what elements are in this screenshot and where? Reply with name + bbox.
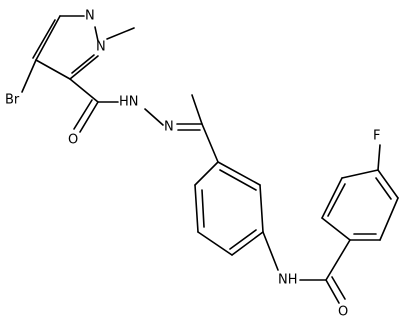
bond-layer: [21, 15, 399, 304]
bond: [259, 184, 264, 233]
bond: [71, 54, 95, 74]
bond: [201, 189, 205, 228]
atom-label-amide-nh: NH: [278, 273, 298, 288]
atom-label-bromine: Br: [5, 93, 20, 108]
atom-label-pyrazole-n2: N: [85, 9, 95, 24]
bond: [377, 169, 399, 199]
bond: [106, 27, 135, 40]
bond: [379, 197, 399, 241]
bond: [21, 59, 37, 93]
bond: [325, 239, 351, 281]
bond: [321, 177, 343, 219]
bond: [144, 108, 164, 126]
bond: [32, 19, 56, 59]
bond: [327, 183, 346, 217]
bond: [377, 144, 381, 171]
bond: [194, 161, 219, 186]
bond: [321, 217, 351, 241]
bond: [94, 26, 99, 42]
atom-label-amide-oxygen: O: [338, 305, 348, 320]
bond: [219, 169, 257, 191]
bond: [325, 279, 340, 304]
atom-label-pyrazole-n1: N: [96, 40, 106, 55]
bond: [217, 161, 261, 186]
bond: [262, 231, 279, 271]
bond: [79, 101, 99, 133]
bond: [201, 123, 219, 163]
bond: [375, 177, 392, 200]
atom-label-hydrazide-nh: HN: [119, 95, 139, 110]
atom-label-carbonyl-oxygen: O: [68, 133, 78, 148]
bond: [69, 55, 99, 80]
bond: [35, 15, 61, 61]
bond: [194, 184, 199, 233]
bond: [73, 99, 93, 130]
bond: [35, 59, 71, 80]
atom-label-layer: Br N N O HN N F NH O: [5, 9, 380, 320]
bond: [331, 276, 346, 300]
bond: [229, 229, 257, 250]
bond: [191, 94, 203, 125]
bond: [231, 231, 264, 256]
bond: [197, 231, 233, 256]
atom-label-hydrazone-n: N: [164, 120, 174, 135]
bond: [69, 78, 99, 103]
bond: [341, 169, 379, 179]
atom-label-fluorine: F: [373, 129, 380, 144]
